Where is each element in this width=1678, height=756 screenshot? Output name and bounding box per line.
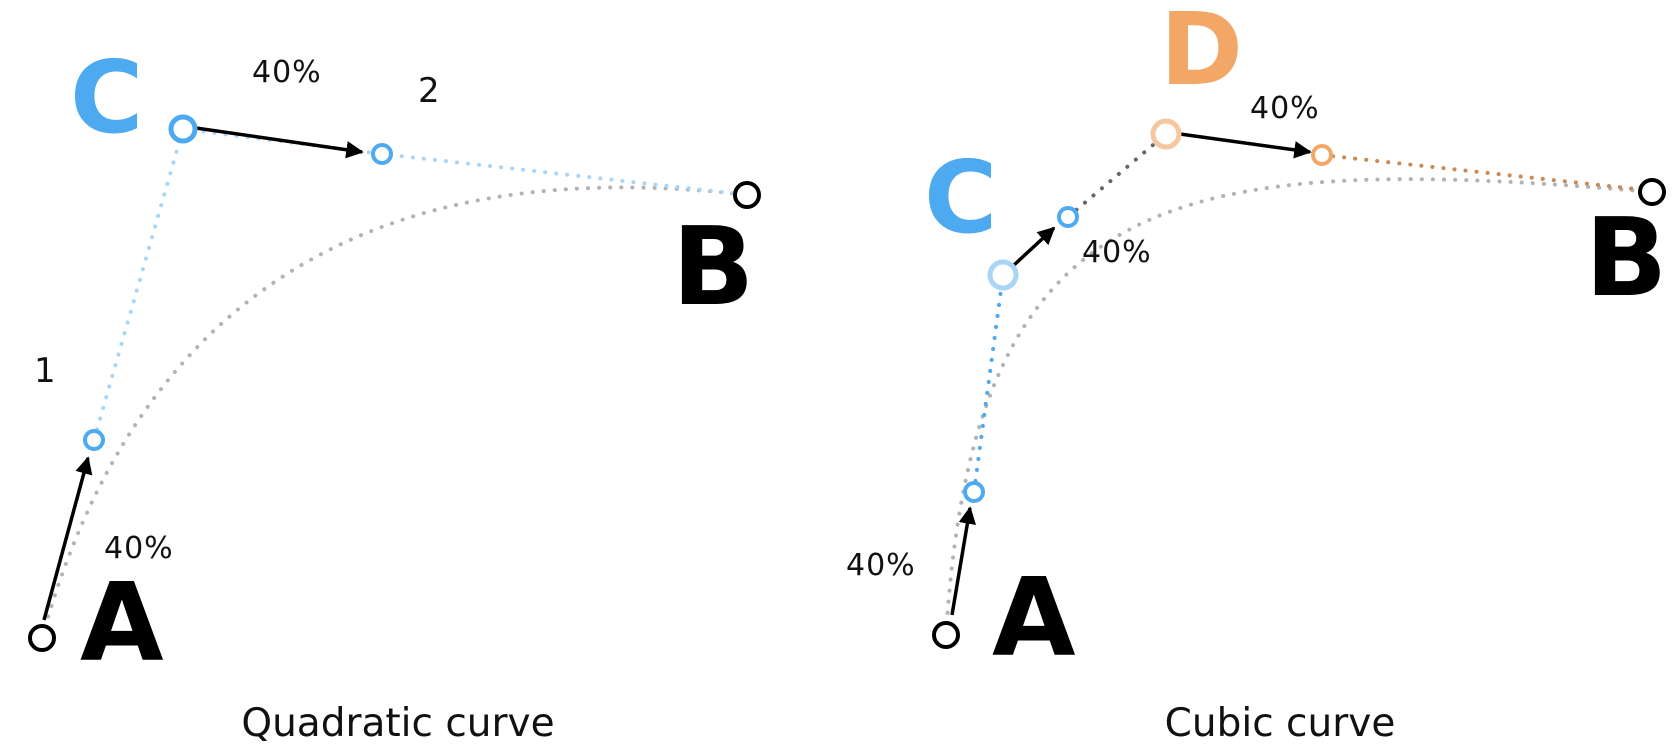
cubic-label-a: A <box>992 556 1076 681</box>
cubic-arrow-a-to-p1 <box>950 506 977 616</box>
quadratic-caption: Quadratic curve <box>241 701 554 746</box>
cubic-point-c <box>987 259 1019 291</box>
cubic-segment-a-c <box>972 273 1005 494</box>
cubic-pct-ac: 40% <box>846 548 916 583</box>
quadratic-point-a <box>28 624 56 652</box>
quadratic-arrow-a-to-p1 <box>42 456 93 621</box>
cubic-label-c: C <box>924 139 997 256</box>
quadratic-control-polygon <box>92 126 742 442</box>
cubic-label-b: B <box>1585 196 1667 321</box>
quadratic-point-1 <box>83 429 105 451</box>
cubic-arrow-d-to-p3 <box>1179 132 1312 159</box>
cubic-point-p1 <box>963 481 985 503</box>
quadratic-pct-cb: 40% <box>252 55 322 90</box>
cubic-panel: A B C D 40% 40% 40% Cubic curve <box>846 0 1667 746</box>
quadratic-pct-ac: 40% <box>104 531 174 566</box>
quadratic-point-2 <box>371 143 393 165</box>
cubic-segment-c-d <box>1066 132 1168 219</box>
quadratic-point-c <box>168 114 198 144</box>
cubic-point-a <box>932 621 960 649</box>
cubic-point-p2 <box>1057 206 1079 228</box>
cubic-result-curve <box>944 177 1654 637</box>
quadratic-panel: A B C 1 2 40% 40% Quadratic curve <box>28 39 761 746</box>
quadratic-label-a: A <box>80 561 164 686</box>
quadratic-point-b <box>733 181 761 209</box>
cubic-point-d <box>1150 118 1182 150</box>
cubic-point-b <box>1638 178 1666 206</box>
quadratic-step-2: 2 <box>418 71 440 111</box>
cubic-pct-cd: 40% <box>1082 235 1152 270</box>
cubic-caption: Cubic curve <box>1165 701 1396 746</box>
cubic-pct-db: 40% <box>1250 91 1320 126</box>
quadratic-label-b: B <box>672 205 754 330</box>
quadratic-arrow-c-to-p2 <box>195 126 364 159</box>
cubic-label-d: D <box>1160 0 1243 108</box>
quadratic-label-c: C <box>70 39 143 156</box>
quadratic-step-1: 1 <box>34 351 56 391</box>
cubic-arrow-c-to-p2 <box>1012 226 1056 267</box>
cubic-segment-d-b <box>1320 153 1647 192</box>
quadratic-result-curve <box>40 185 749 640</box>
cubic-point-p3 <box>1311 144 1333 166</box>
